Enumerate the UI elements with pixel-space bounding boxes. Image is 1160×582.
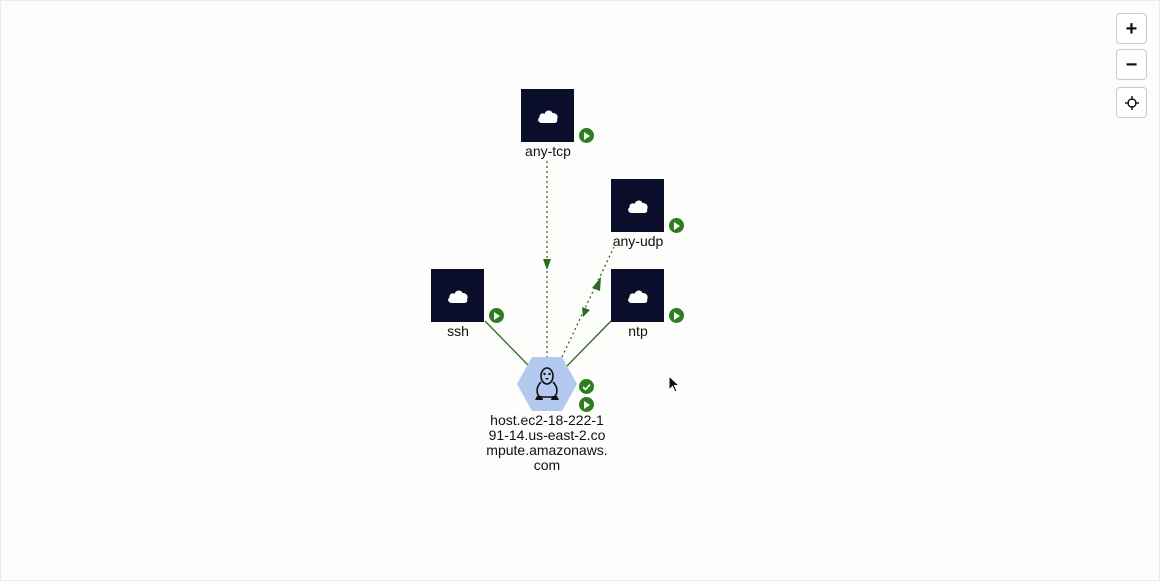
plus-icon: + [1125,17,1138,40]
host-label-line: mpute.amazonaws. [486,442,608,458]
host-label-line: com [533,457,561,473]
node-label: any-udp [612,233,664,249]
play-icon[interactable] [579,128,594,143]
recenter-button[interactable] [1116,87,1147,118]
cloud-node-box[interactable] [611,179,664,232]
host-label-line: 91-14.us-east-2.co [488,427,606,443]
linux-penguin-icon [535,367,559,400]
minus-icon: − [1125,53,1138,76]
cloud-node-box[interactable] [521,89,574,142]
host-label: host.ec2-18-222-1 91-14.us-east-2.co mpu… [477,413,617,473]
edge-host-ntp [566,320,612,367]
edge-arrow-anyudp-1 [592,277,601,291]
play-icon[interactable] [489,308,504,323]
zoom-in-button[interactable]: + [1116,13,1147,44]
cloud-node-box[interactable] [431,269,484,322]
edge-host-ssh [484,320,530,367]
crosshair-icon [1124,95,1139,110]
edge-arrow-anytcp [543,259,551,270]
cloud-icon [627,199,648,213]
cloud-node-box[interactable] [611,269,664,322]
edge-host-anyudp [561,246,615,358]
edge-arrow-anyudp-2 [582,307,590,317]
host-label-line: host.ec2-18-222-1 [490,412,604,428]
cloud-icon [627,289,648,303]
node-label: ssh [447,323,469,339]
play-icon[interactable] [579,397,594,412]
play-icon[interactable] [669,308,684,323]
mouse-cursor-icon [668,375,681,393]
node-label: any-tcp [525,143,571,159]
cloud-icon [447,289,468,303]
play-icon[interactable] [669,218,684,233]
check-icon [579,379,594,394]
node-label: ntp [628,323,648,339]
zoom-out-button[interactable]: − [1116,49,1147,80]
cloud-icon [537,109,558,123]
